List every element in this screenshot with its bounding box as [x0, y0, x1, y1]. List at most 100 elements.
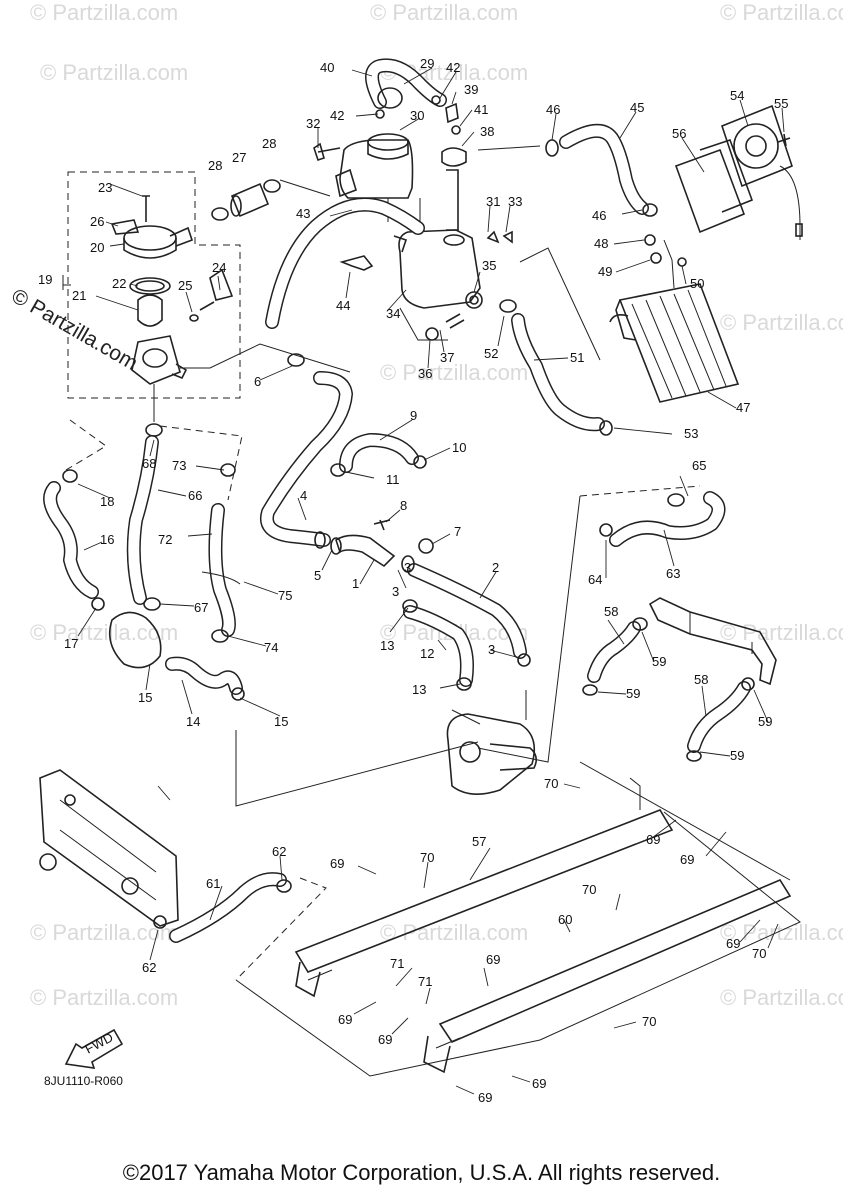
watermark: © Partzilla.com: [30, 920, 178, 945]
callout-70b: 70: [420, 850, 434, 865]
callout-70d: 70: [752, 946, 766, 961]
watermark: © Partzilla.com: [720, 310, 843, 335]
callout-5: 5: [314, 568, 321, 583]
callout-59c: 59: [758, 714, 772, 729]
callout-numbers: 1 2 3 3 3 4 5 6 7 8 9 10 11 12 13 13 14 …: [38, 56, 788, 1105]
breather-hoses: [265, 58, 461, 329]
callout-69b: 69: [646, 832, 660, 847]
callout-66: 66: [188, 488, 202, 503]
callout-71b: 71: [418, 974, 432, 989]
callout-29: 29: [420, 56, 434, 71]
callout-11: 11: [386, 472, 400, 487]
watermark: © Partzilla.com: [30, 0, 178, 25]
hose-4: [260, 353, 353, 549]
callout-48: 48: [594, 236, 608, 251]
callout-37: 37: [440, 350, 454, 365]
right-hoses: [477, 485, 777, 763]
hose-9: [330, 433, 427, 477]
callout-18: 18: [100, 494, 114, 509]
callout-69f: 69: [338, 1012, 352, 1027]
callout-20: 20: [90, 240, 104, 255]
reservoir-tank: [313, 133, 513, 341]
callout-59b: 59: [626, 686, 640, 701]
pipe-1-hose-2: [330, 519, 531, 667]
fwd-arrow-icon: FWD: [64, 1028, 124, 1069]
callout-3: 3: [392, 584, 399, 599]
callout-73: 73: [172, 458, 186, 473]
callout-3c: 3: [488, 642, 495, 657]
callout-42: 42: [446, 60, 460, 75]
callout-64: 64: [588, 572, 602, 587]
copyright-notice: ©2017 Yamaha Motor Corporation, U.S.A. A…: [122, 1160, 721, 1185]
callout-63: 63: [666, 566, 680, 581]
callout-28b: 28: [262, 136, 276, 151]
callout-70e: 70: [642, 1014, 656, 1029]
callout-26: 26: [90, 214, 104, 229]
diagram-code: 8JU1110-R060: [44, 1074, 123, 1088]
callout-23: 23: [98, 180, 112, 195]
callout-59d: 59: [730, 748, 744, 763]
callout-32: 32: [306, 116, 320, 131]
callout-16: 16: [100, 532, 114, 547]
callout-75: 75: [278, 588, 292, 603]
callout-54: 54: [730, 88, 744, 103]
callout-57: 57: [472, 834, 486, 849]
callout-72: 72: [158, 532, 172, 547]
callout-70: 70: [544, 776, 558, 791]
watermark: © Partzilla.com: [370, 0, 518, 25]
callout-14: 14: [186, 714, 200, 729]
callout-13: 13: [380, 638, 394, 653]
callout-6: 6: [254, 374, 261, 389]
callout-34: 34: [386, 306, 400, 321]
callout-69e: 69: [486, 952, 500, 967]
watermark: © Partzilla.com: [720, 985, 843, 1010]
callout-38: 38: [480, 124, 494, 139]
callout-47: 47: [736, 400, 750, 415]
callout-42b: 42: [330, 108, 344, 123]
callout-51: 51: [570, 350, 584, 365]
callout-24: 24: [212, 260, 226, 275]
callout-55: 55: [774, 96, 788, 111]
lower-pipes: [235, 730, 801, 1077]
callout-67: 67: [194, 600, 208, 615]
callout-8: 8: [400, 498, 407, 513]
callout-12: 12: [420, 646, 434, 661]
callout-69h: 69: [532, 1076, 546, 1091]
hose-45: [477, 124, 658, 217]
callout-21: 21: [72, 288, 86, 303]
watermark: © Partzilla.com: [380, 360, 528, 385]
callout-30: 30: [410, 108, 424, 123]
callout-4: 4: [300, 488, 307, 503]
callout-69i: 69: [478, 1090, 492, 1105]
left-hoses: [43, 419, 245, 701]
callout-41: 41: [474, 102, 488, 117]
callout-53: 53: [684, 426, 698, 441]
watermark: © Partzilla.com: [380, 920, 528, 945]
hose-12: [402, 599, 474, 691]
callout-9: 9: [410, 408, 417, 423]
callout-17: 17: [64, 636, 78, 651]
callout-50: 50: [690, 276, 704, 291]
hose-51: [499, 299, 613, 436]
callout-13b: 13: [412, 682, 426, 697]
callout-10: 10: [452, 440, 466, 455]
callout-58: 58: [604, 604, 618, 619]
callout-40: 40: [320, 60, 334, 75]
callout-69: 69: [330, 856, 344, 871]
callout-69d: 69: [726, 936, 740, 951]
callout-33: 33: [508, 194, 522, 209]
engine-frame: [39, 769, 327, 981]
callout-65: 65: [692, 458, 706, 473]
callout-39: 39: [464, 82, 478, 97]
callout-62: 62: [272, 844, 286, 859]
callout-7: 7: [454, 524, 461, 539]
callout-22: 22: [112, 276, 126, 291]
callout-69c: 69: [680, 852, 694, 867]
callout-43: 43: [296, 206, 310, 221]
callout-56: 56: [672, 126, 686, 141]
callout-68: 68: [142, 456, 156, 471]
callout-52: 52: [484, 346, 498, 361]
callout-46b: 46: [592, 208, 606, 223]
leader-lines: [77, 67, 785, 1095]
